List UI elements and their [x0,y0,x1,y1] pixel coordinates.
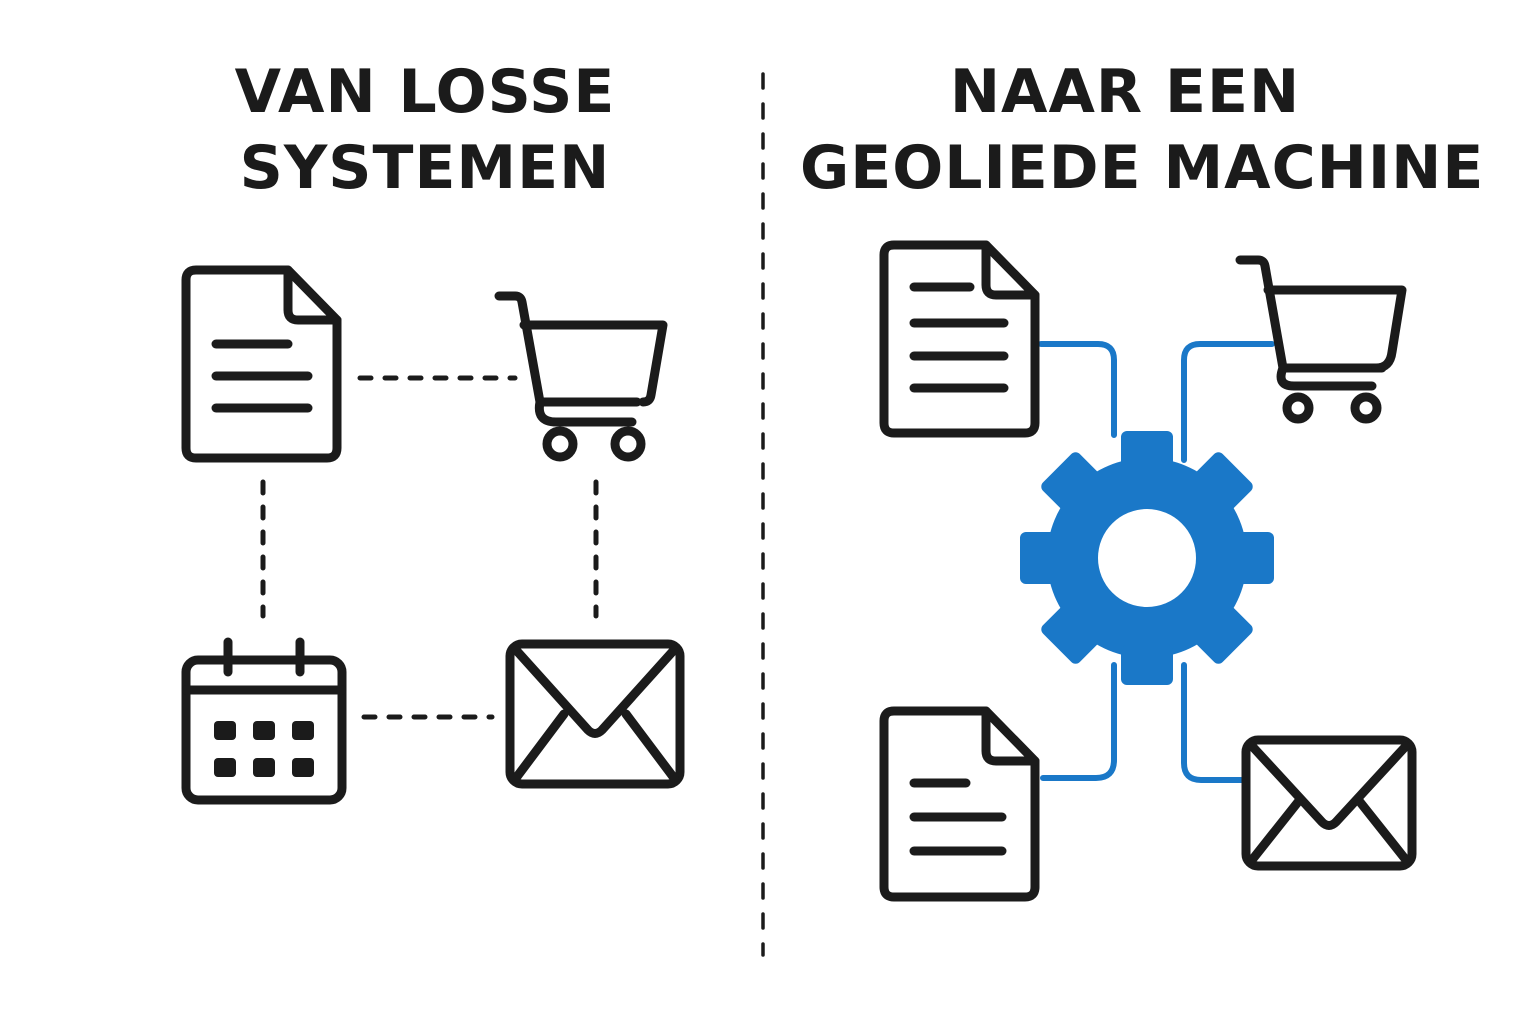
blue-link-cart-gear [1181,341,1275,463]
blue-link-gear-envelope [1181,662,1249,783]
right-title: NAAR EEN GEOLIEDE MACHINE [800,54,1485,206]
left-title: VAN LOSSE SYSTEMEN [175,54,675,206]
left-title-line-1: VAN LOSSE [234,57,616,127]
document-icon [879,240,1040,438]
right-title-line-1: NAAR EEN [949,57,1301,127]
right-panel [879,240,1417,902]
right-title-line-2: GEOLIEDE MACHINE [800,133,1485,203]
document-icon [181,265,342,463]
left-title-line-2: SYSTEMEN [239,133,611,203]
envelope-icon [1241,735,1417,871]
document-icon [879,706,1040,902]
gear-icon [1020,431,1274,685]
blue-link-document-gear [1038,341,1117,438]
shopping-cart-icon [1235,255,1407,424]
shopping-cart-icon [494,291,668,462]
calendar-icon [181,637,347,805]
envelope-icon [505,639,685,789]
blue-link-gear-document [1040,662,1117,781]
left-panel [181,265,685,805]
